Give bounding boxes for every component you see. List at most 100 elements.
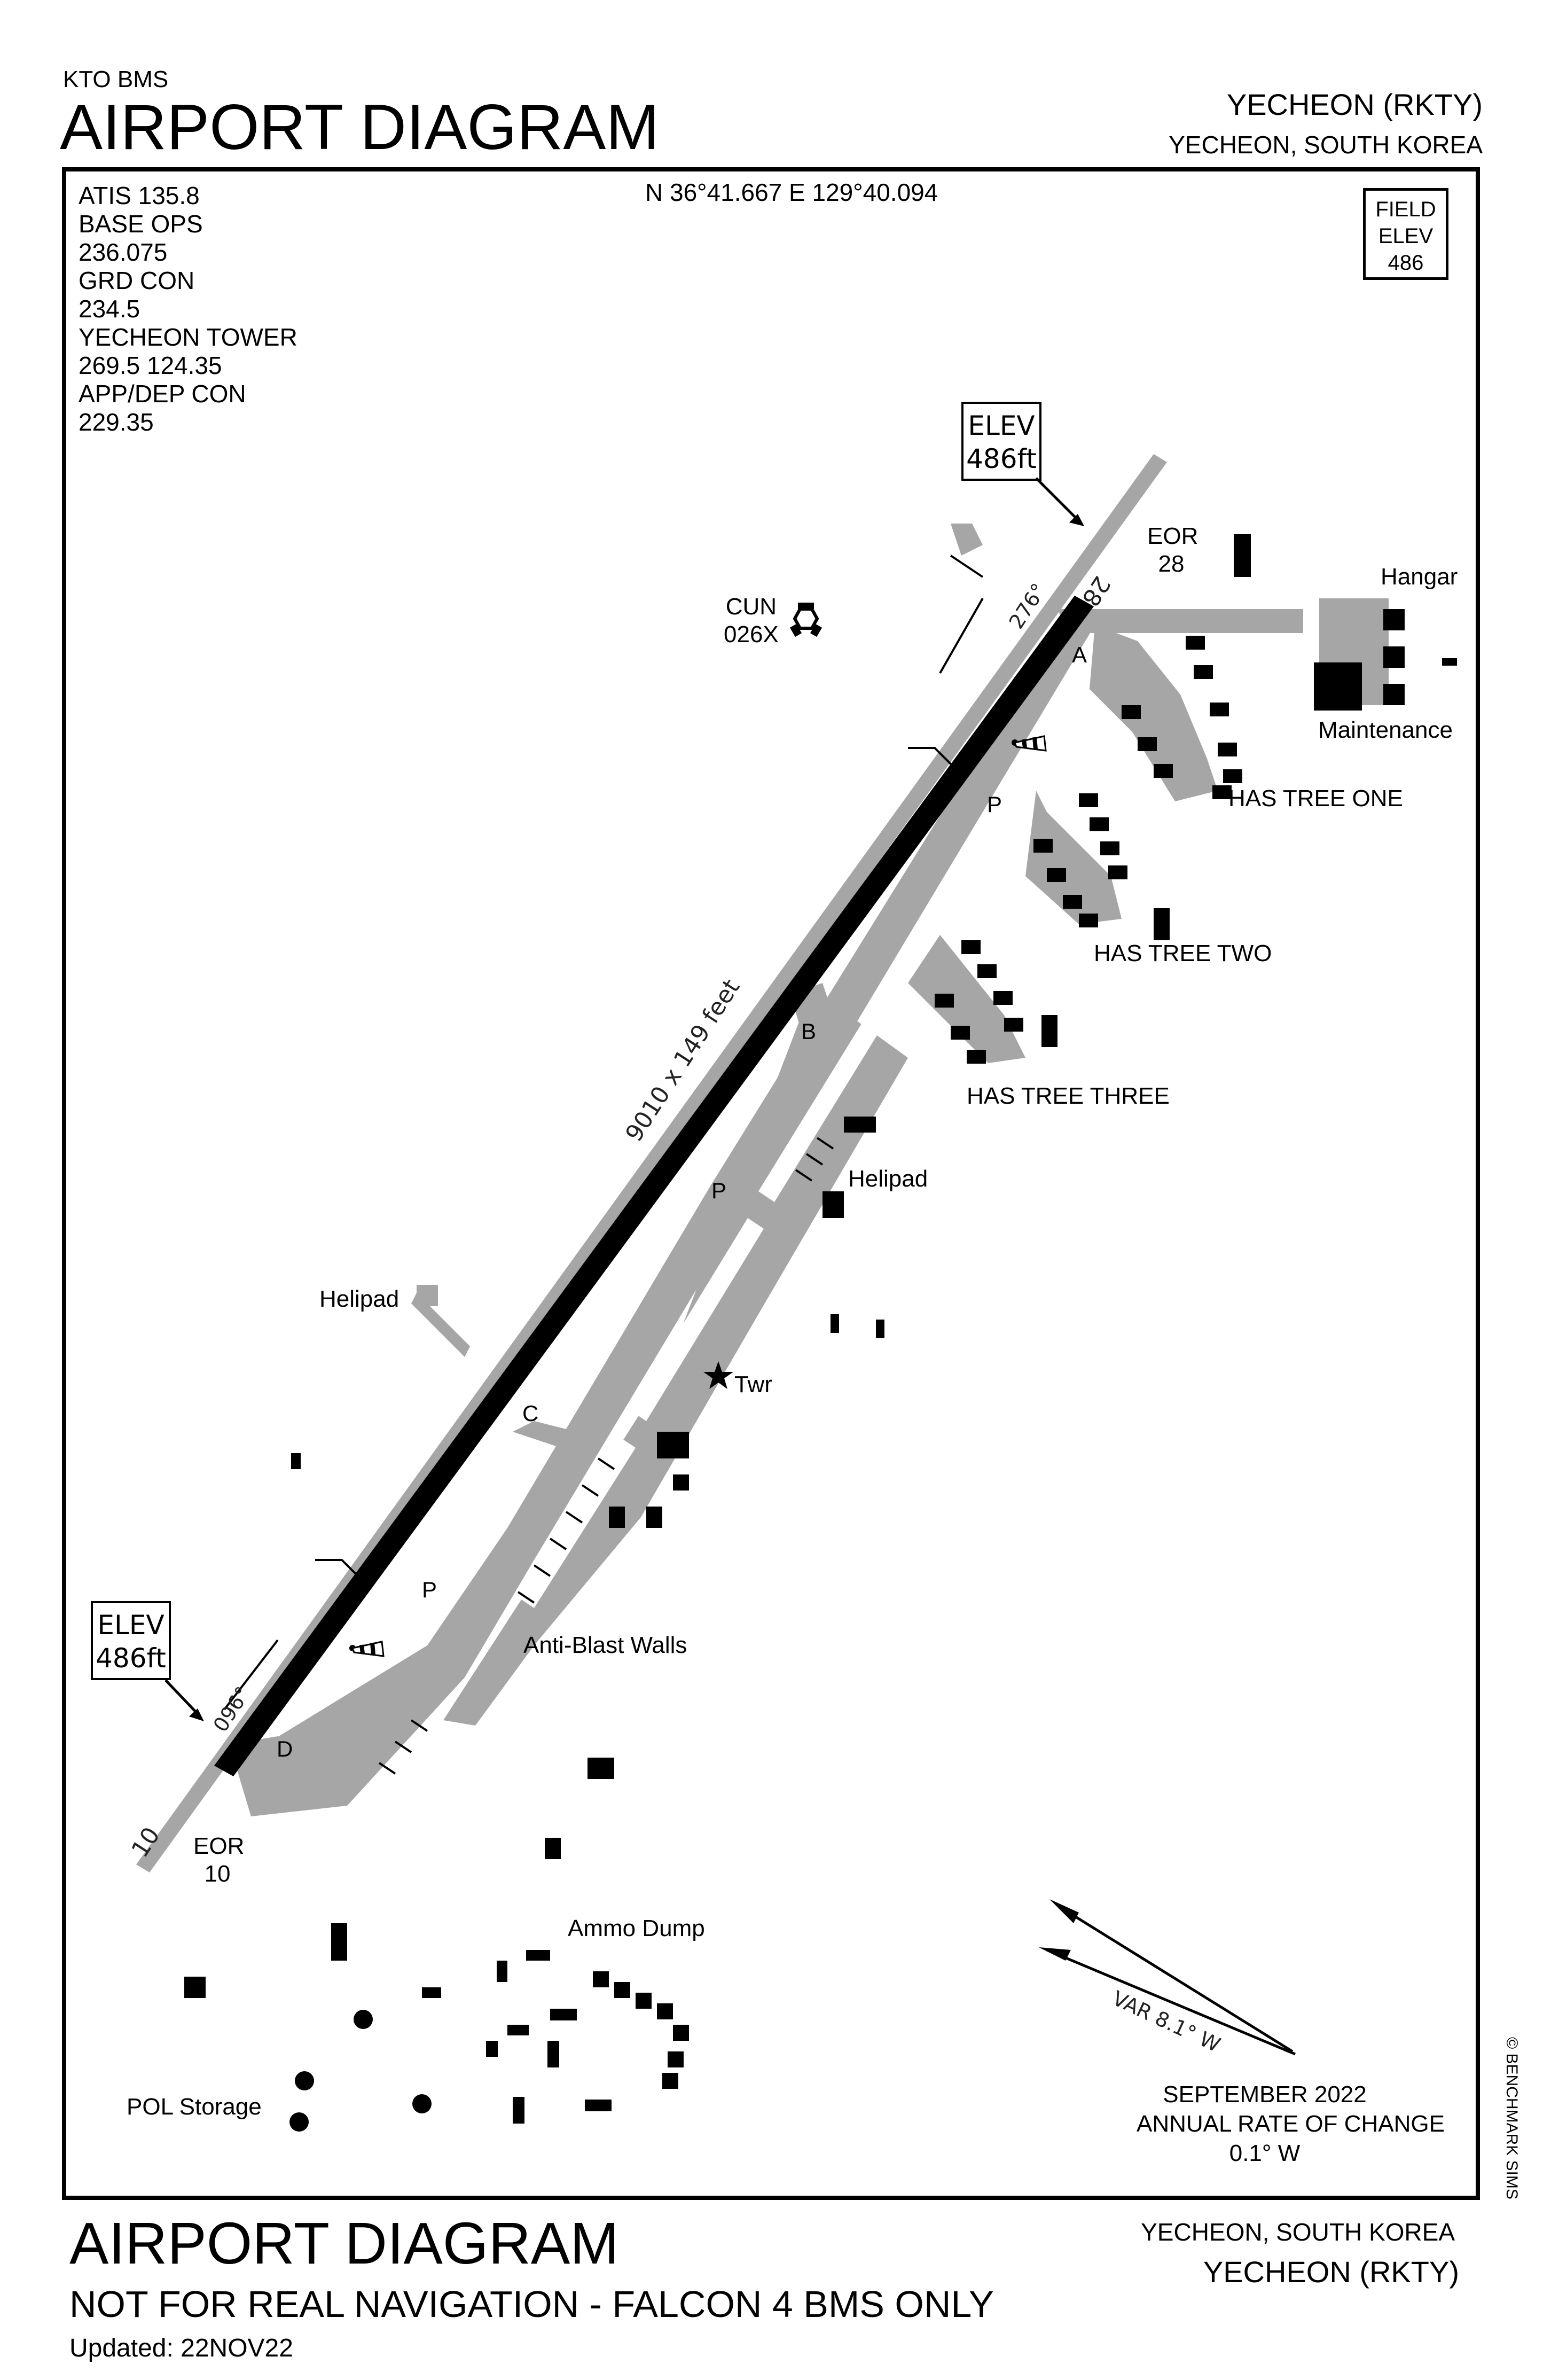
field-building (876, 1320, 884, 1338)
magnetic-note: SEPTEMBER 2022 ANNUAL RATE OF CHANGE 0.1… (1137, 2080, 1445, 2168)
has-tree-three-label: HAS TREE THREE (967, 1083, 1170, 1109)
ammo-dump-label: Ammo Dump (568, 1915, 705, 1941)
taxiway-b-label: B (801, 1019, 817, 1044)
hangar-label: Hangar (1381, 564, 1458, 590)
ammo-building (526, 1950, 550, 1961)
anti-blast-walls (378, 1137, 834, 1775)
chart-source: KTO BMS (63, 66, 169, 92)
elev-ne-arrowhead (1069, 514, 1084, 526)
navaid-label: CUN 026X (724, 593, 779, 649)
footer-airport-name: YECHEON (RKTY) (1203, 2255, 1459, 2289)
footer-location: YECHEON, SOUTH KOREA (1141, 2218, 1455, 2246)
taxiway-d-connector (246, 1736, 288, 1800)
ammo-bunker (593, 1971, 609, 1987)
has-shelter (967, 1050, 986, 1064)
tower-building (657, 1432, 689, 1458)
copyright-notice: © BENCHMARK SIMS (1503, 2037, 1521, 2199)
helipad-east-label: Helipad (848, 1166, 928, 1192)
blast-wall (394, 1741, 412, 1753)
ammo-building (585, 2100, 612, 2111)
has-shelter (1079, 914, 1098, 927)
ammo-bunker (614, 1982, 630, 1998)
taxiway-system (235, 524, 1303, 1816)
has-tree-one-label: HAS TREE ONE (1228, 785, 1403, 811)
has-shelter (1100, 841, 1119, 855)
eor-28-number: 28 (1158, 551, 1185, 577)
eor-10-text: EOR (193, 1833, 245, 1859)
ammo-bunker (673, 2025, 689, 2041)
freq-grd-con-label: GRD CON (79, 267, 195, 294)
ammo-building (513, 2097, 524, 2124)
has-shelter (1108, 865, 1127, 879)
blast-wall (795, 1169, 813, 1182)
taxiway-c-connector (513, 1421, 598, 1453)
has-shelter (1186, 636, 1205, 650)
frequency-list: ATIS 135.8 BASE OPS 236.075 GRD CON 234.… (79, 182, 297, 436)
heading-arrow-shaft (223, 1639, 279, 1711)
apron-building (646, 1507, 662, 1528)
ammo-building (486, 2041, 498, 2057)
anti-blast-walls-label: Anti-Blast Walls (523, 1632, 687, 1658)
ammo-bunker (668, 2051, 684, 2067)
has-shelter (1223, 769, 1242, 783)
eor-building (1234, 534, 1251, 577)
magnetic-date: SEPTEMBER 2022 (1163, 2081, 1367, 2108)
freq-base-ops: 236.075 (79, 238, 168, 266)
tower-label: Twr (734, 1371, 772, 1398)
freq-app-dep-label: APP/DEP CON (79, 380, 246, 408)
magnetic-rate-label: ANNUAL RATE OF CHANGE (1137, 2111, 1445, 2137)
field-elev-label-2: ELEV (1378, 224, 1434, 248)
blast-wall (597, 1457, 615, 1470)
has-shelter (1218, 743, 1237, 756)
has-shelter (993, 991, 1013, 1005)
has-support-building (1154, 908, 1170, 940)
has-tree-three-apron (908, 935, 1025, 1063)
blast-wall (517, 1591, 535, 1604)
header-location: YECHEON, SOUTH KOREA (1169, 131, 1483, 159)
elev-box-sw: ELEV 486ft (91, 1601, 171, 1680)
has-tree-two-apron (1025, 791, 1122, 924)
windsock-sw-icon (349, 1641, 385, 1657)
footer-title: AIRPORT DIAGRAM (69, 2211, 619, 2276)
fuel-tank (354, 2010, 373, 2029)
blast-wall (565, 1511, 583, 1524)
hangar-building (1383, 646, 1405, 668)
has-shelter (1079, 793, 1098, 807)
airport-coordinates: N 36°41.667 E 129°40.094 (645, 178, 938, 206)
vortac-icon (789, 603, 822, 637)
taxiway-p-label-2: P (711, 1178, 727, 1203)
light-marker (315, 1559, 364, 1582)
island-1 (758, 983, 903, 1202)
has-shelter (1210, 703, 1229, 716)
ammo-bunker (662, 2073, 678, 2089)
ammo-building (497, 1961, 507, 1982)
blast-wall (581, 1484, 599, 1497)
has-shelter (1090, 817, 1109, 831)
has-shelter (1047, 868, 1066, 882)
field-building (831, 1314, 839, 1333)
hangar-building (1383, 609, 1405, 630)
runway-group (136, 454, 1167, 1872)
eor-28-label: EOR 28 (1147, 522, 1198, 578)
hangar-building (1383, 684, 1405, 705)
ammo-dump-structures (184, 1758, 689, 2124)
field-elev-label-1: FIELD (1375, 198, 1436, 221)
ammo-building (588, 1758, 614, 1779)
has-tree-two-label: HAS TREE TWO (1094, 940, 1272, 966)
blast-wall (533, 1564, 551, 1577)
ammo-bunker (657, 2003, 673, 2019)
apron-building (822, 1191, 844, 1218)
has-shelter (951, 1026, 970, 1040)
heading-arrow-shaft (939, 598, 984, 674)
light-marker (908, 747, 957, 770)
freq-atis: ATIS 135.8 (79, 182, 200, 209)
elev-ne-leader (1035, 477, 1080, 522)
has-shelter (1194, 665, 1213, 679)
fuel-tank (289, 2112, 309, 2132)
has-shelter (935, 994, 954, 1008)
taxiway-c-label: C (522, 1401, 539, 1426)
elev-sw-arrowhead (189, 1708, 204, 1721)
magnetic-variation-icon (1039, 1899, 1296, 2056)
diagram-frame (62, 167, 1480, 2200)
elev-sw-leader (164, 1679, 200, 1716)
